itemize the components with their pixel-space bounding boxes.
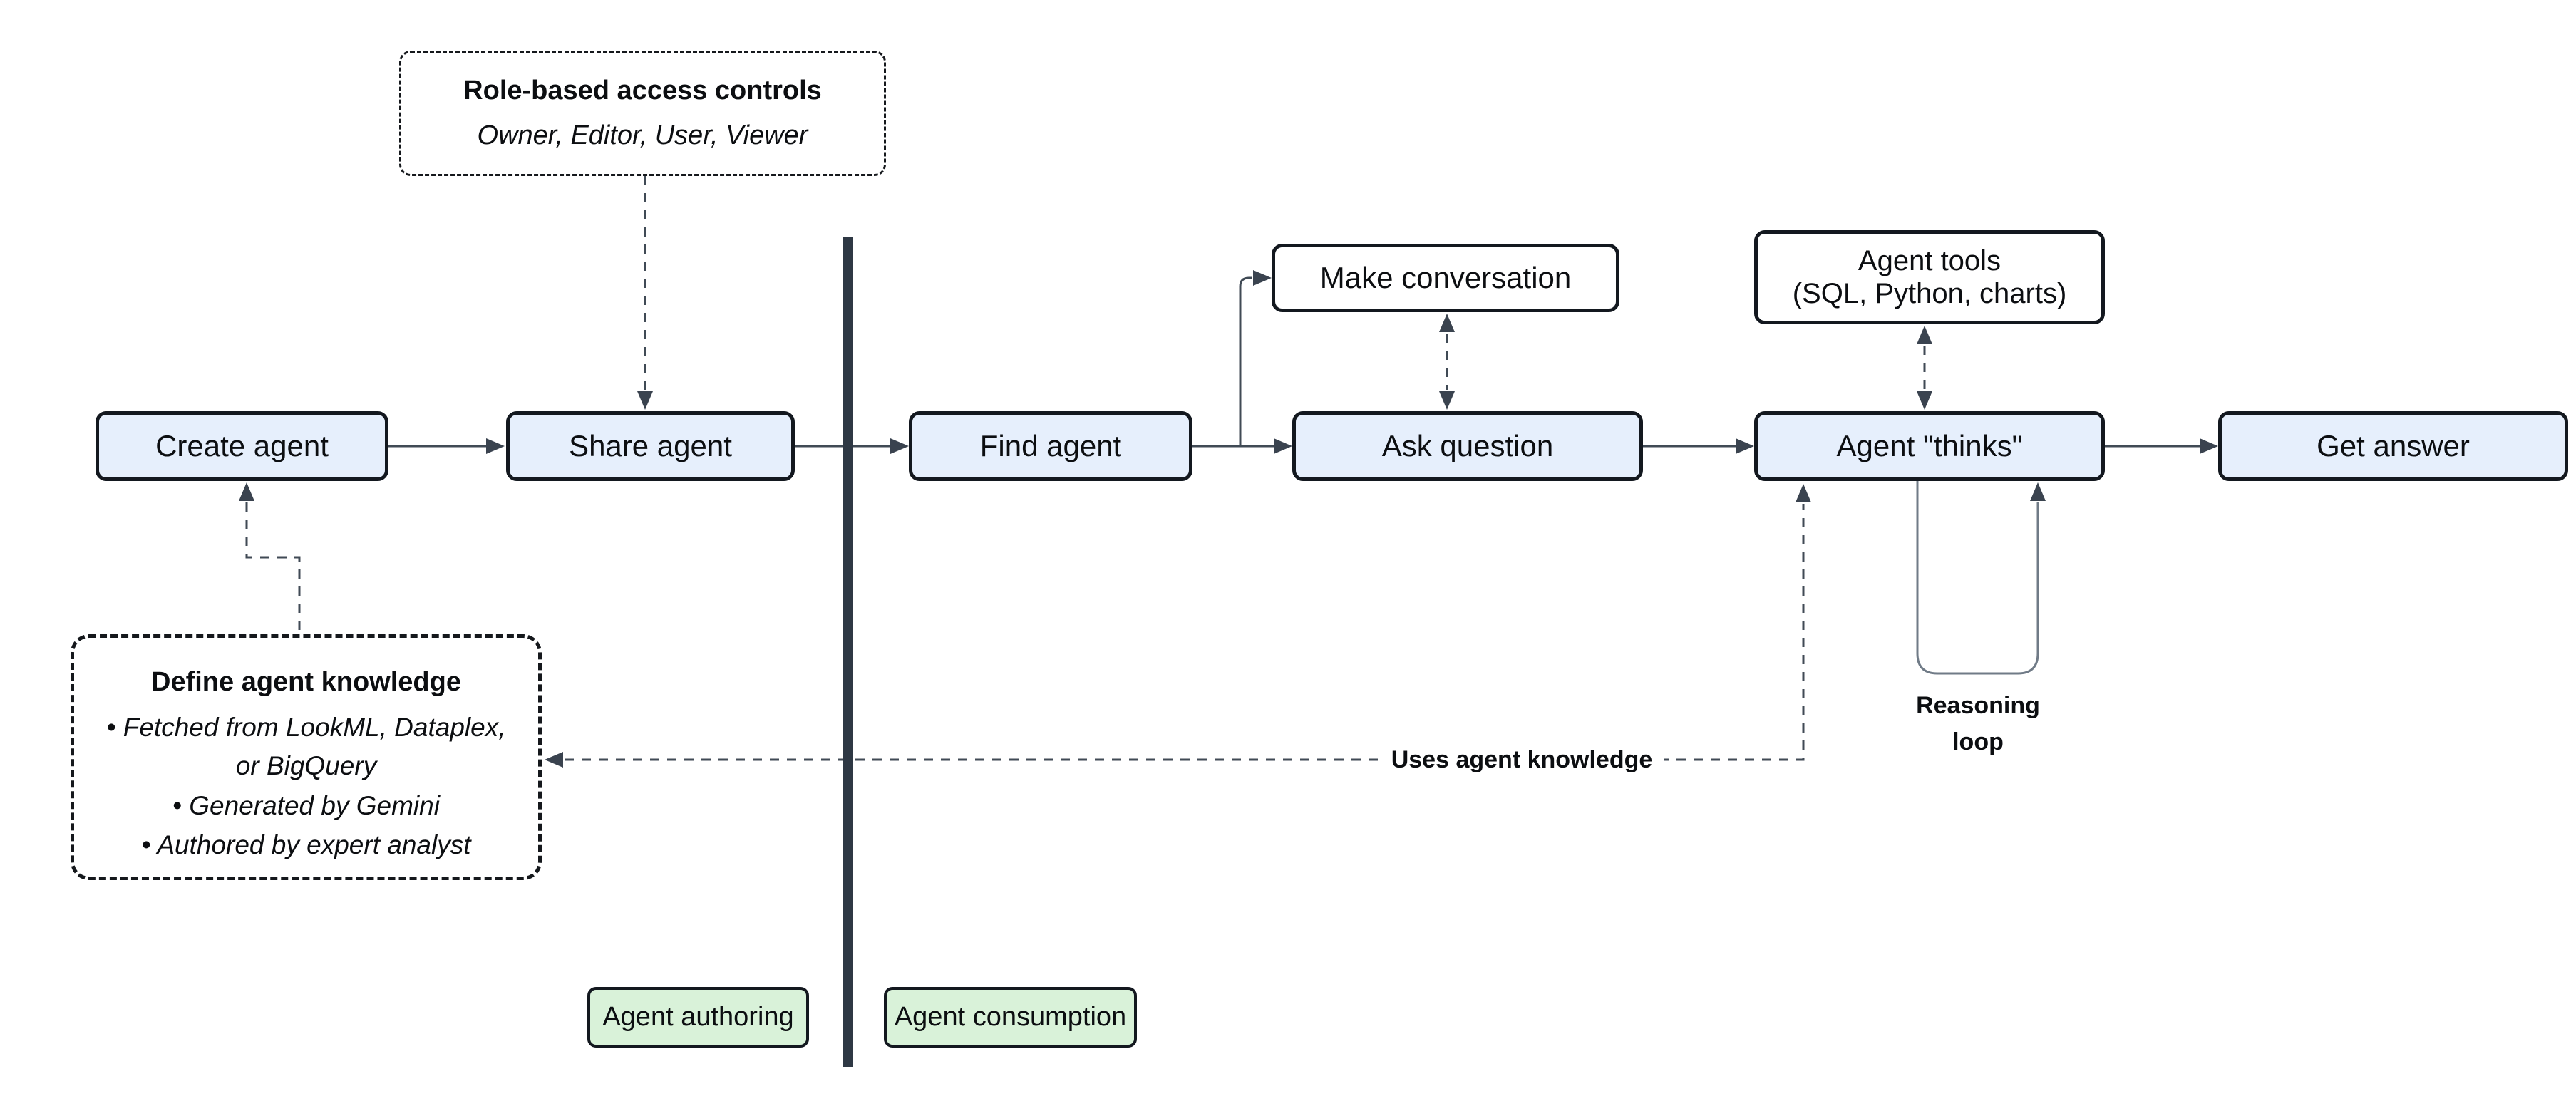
- arrowhead-icon: [2030, 482, 2046, 501]
- connector-ask-to-thinks: [1643, 438, 1754, 454]
- connector-define-to-create: [239, 482, 301, 633]
- arrowhead-icon: [637, 391, 653, 410]
- connector-line: [1239, 276, 1252, 446]
- connector-line: [1916, 481, 2039, 675]
- node-label: Get answer: [2317, 428, 2470, 462]
- tag-label: Agent authoring: [602, 1001, 794, 1032]
- arrowhead-icon: [1796, 484, 1811, 502]
- arrowhead-icon: [486, 438, 505, 454]
- connector-rbac-to-share: [637, 176, 653, 410]
- rbac-note-title: Role-based access controls: [463, 75, 822, 105]
- connector-reasoning-loop: [1916, 481, 2046, 675]
- connector-create-to-share: [388, 438, 505, 454]
- connector-make-ask-double-arrow: [1439, 314, 1455, 410]
- node-create-agent: Create agent: [96, 411, 388, 481]
- node-share-agent: Share agent: [506, 411, 795, 481]
- bullet-item: • Generated by Gemini: [172, 790, 440, 820]
- rbac-note-roles: Owner, Editor, User, Viewer: [477, 120, 808, 150]
- tag-label: Agent consumption: [894, 1001, 1127, 1032]
- arrowhead-icon: [1439, 314, 1455, 332]
- arrowhead-icon: [239, 482, 254, 501]
- node-label: Share agent: [569, 428, 732, 462]
- arrowhead-icon: [1736, 438, 1754, 454]
- uses-agent-knowledge-label: Uses agent knowledge: [1379, 741, 1664, 778]
- connector-find-to-ask: [1192, 438, 1292, 454]
- connector-uses-agent-knowledge: [545, 484, 1811, 768]
- node-agent-tools: Agent tools (SQL, Python, charts): [1754, 230, 2105, 324]
- define-knowledge-bullets: • Fetched from LookML, Dataplex, or BigQ…: [105, 707, 507, 864]
- arrowhead-icon: [890, 438, 909, 454]
- node-make-conversation: Make conversation: [1272, 244, 1619, 312]
- connector-share-to-find: [795, 438, 909, 454]
- bullet-item: • Authored by expert analyst: [141, 830, 471, 860]
- rbac-note: Role-based access controls Owner, Editor…: [399, 51, 886, 176]
- node-label: Agent "thinks": [1836, 428, 2023, 462]
- bullet-item: • Fetched from LookML, Dataplex, or BigQ…: [106, 713, 506, 781]
- node-label: Agent tools (SQL, Python, charts): [1792, 245, 2067, 309]
- node-get-answer: Get answer: [2218, 411, 2568, 481]
- connector-find-to-make-conversation: [1239, 270, 1272, 446]
- connector-tools-thinks-double-arrow: [1917, 326, 1932, 410]
- arrowhead-icon: [1253, 270, 1272, 286]
- tag-agent-consumption: Agent consumption: [884, 987, 1137, 1048]
- node-label: Find agent: [979, 428, 1122, 462]
- node-agent-thinks: Agent "thinks": [1754, 411, 2105, 481]
- section-divider: [843, 237, 853, 1067]
- connector-thinks-to-answer: [2105, 438, 2218, 454]
- arrowhead-icon: [2200, 438, 2218, 454]
- node-ask-question: Ask question: [1292, 411, 1643, 481]
- connector-line: [565, 504, 1805, 761]
- node-label: Create agent: [155, 428, 329, 462]
- node-label: Make conversation: [1319, 260, 1572, 294]
- define-knowledge-note: Define agent knowledge • Fetched from Lo…: [71, 634, 542, 880]
- arrowhead-icon: [1917, 391, 1932, 410]
- connector-line: [245, 502, 301, 633]
- arrowhead-icon: [1274, 438, 1292, 454]
- arrowhead-icon: [1917, 326, 1932, 344]
- node-label: Ask question: [1381, 428, 1554, 462]
- arrowhead-icon: [1439, 391, 1455, 410]
- reasoning-loop-label: Reasoning loop: [1916, 692, 2040, 755]
- define-knowledge-title: Define agent knowledge: [151, 667, 461, 697]
- node-find-agent: Find agent: [909, 411, 1192, 481]
- tag-agent-authoring: Agent authoring: [587, 987, 809, 1048]
- arrowhead-icon: [545, 752, 563, 768]
